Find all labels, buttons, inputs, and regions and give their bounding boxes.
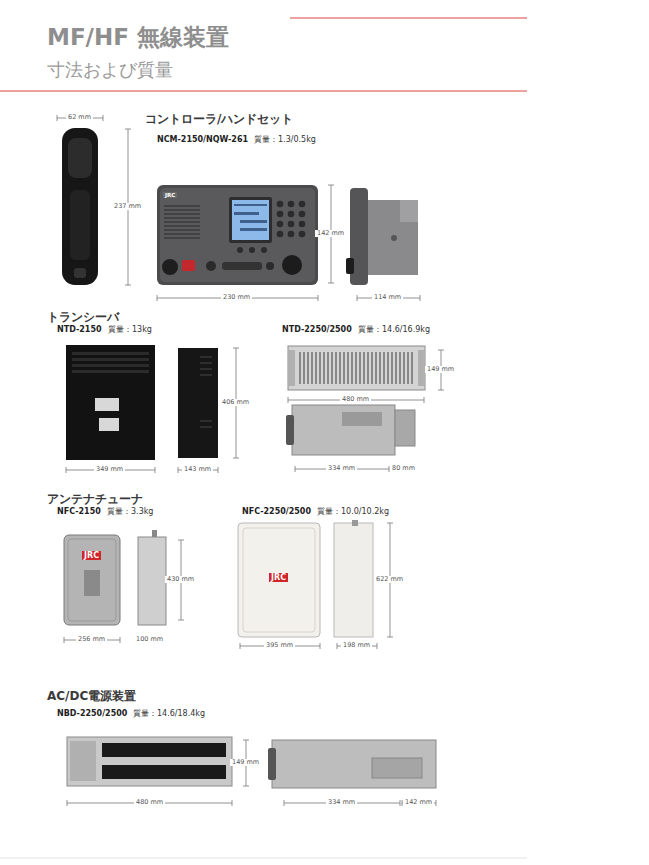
antenna-tuner-drawing [238, 520, 373, 637]
dimension-label: 237 mm [112, 203, 143, 210]
dimension-label: 142 mm [315, 230, 346, 237]
dimension-label: 406 mm [220, 399, 251, 406]
brand-logo: JRC [82, 551, 101, 560]
transceiver-drawing [66, 345, 218, 460]
section-heading: AC/DC電源装置 [47, 690, 136, 704]
footer-rule [0, 858, 527, 859]
dimension-label: 256 mm [76, 636, 107, 643]
header-rule [0, 91, 527, 92]
dimension-label: 142 mm [403, 799, 434, 806]
dimension-label: 230 mm [221, 294, 252, 301]
weight-spec: 質量：3.3kg [107, 507, 153, 516]
weight-spec: 質量：1.3/0.5kg [254, 135, 316, 144]
dimension-label: 80 mm [390, 465, 417, 472]
dimension-label: 334 mm [326, 465, 357, 472]
dimension-label: 143 mm [182, 466, 213, 473]
model-name: NTD-2250/2500 [282, 325, 352, 334]
dimension-label: 334 mm [326, 799, 357, 806]
dimension-label: 430 mm [165, 576, 196, 583]
handset-drawing [62, 128, 98, 285]
dimension-label: 114 mm [372, 294, 403, 301]
weight-spec: 質量：14.6/16.9kg [358, 325, 430, 334]
dimension-label: 100 mm [134, 636, 165, 643]
weight-spec: 質量：13kg [108, 325, 152, 334]
section-heading: コントローラ/ハンドセット [145, 113, 293, 127]
antenna-tuner-drawing [64, 530, 166, 625]
dimension-label: 149 mm [425, 366, 456, 373]
dimension-label: 62 mm [66, 114, 93, 121]
header-rule [290, 18, 527, 19]
section-heading: トランシーバ [47, 311, 119, 325]
dimension-label: 480 mm [340, 396, 371, 403]
dimension-label: 198 mm [341, 642, 372, 649]
brand-logo: JRC [269, 573, 288, 582]
dimension-label: 622 mm [374, 576, 405, 583]
subtitle: 寸法および質量 [47, 60, 173, 81]
brand-logo: JRC [163, 192, 177, 198]
dimension-label: 480 mm [134, 799, 165, 806]
transceiver-drawing [286, 346, 425, 455]
dimension-label: 149 mm [230, 759, 261, 766]
dimension-label: 349 mm [94, 466, 125, 473]
weight-spec: 質量：14.6/18.4kg [133, 709, 205, 718]
page-title: MF/HF 無線装置 [47, 24, 229, 50]
model-name: NTD-2150 [57, 325, 102, 334]
model-name: NBD-2250/2500 [57, 709, 127, 718]
section-heading: アンテナチューナ [47, 493, 143, 507]
model-name: NFC-2150 [57, 507, 101, 516]
model-name: NCM-2150/NQW-261 [157, 135, 248, 144]
weight-spec: 質量：10.0/10.2kg [317, 507, 389, 516]
model-name: NFC-2250/2500 [242, 507, 311, 516]
controller-front-drawing [157, 185, 318, 285]
power-supply-drawing [67, 737, 436, 788]
controller-side-drawing [346, 188, 418, 285]
dimension-label: 395 mm [264, 642, 295, 649]
